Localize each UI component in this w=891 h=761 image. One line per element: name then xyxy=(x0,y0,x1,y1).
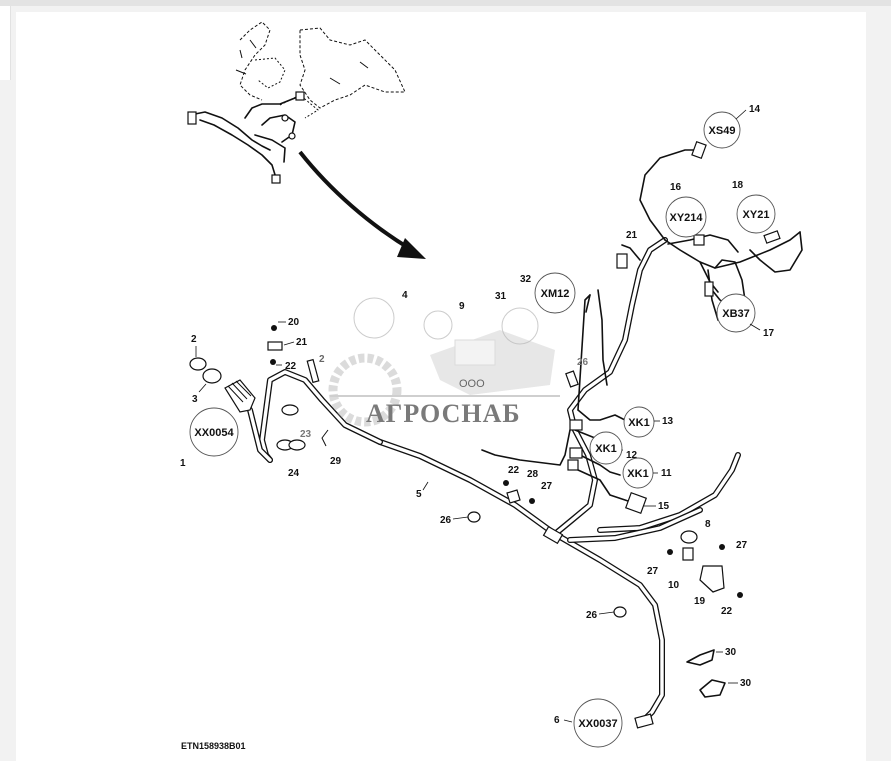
part-label: 29 xyxy=(330,456,342,467)
part-label: 27 xyxy=(647,566,659,577)
part-label: 21 xyxy=(296,337,308,348)
connector-xs49: XS49 14 xyxy=(703,104,761,149)
part-labels: 2 3 20 21 22 2 23 24 29 4 9 31 21 26 5 2… xyxy=(191,230,752,689)
part-label: 22 xyxy=(285,361,297,372)
diagram-sheet: ООО АГРОСНАБ XS49 14 XY214 16 XY21 18 XB… xyxy=(16,12,866,761)
part-label: 27 xyxy=(541,481,553,492)
part-label: 4 xyxy=(402,290,408,301)
connector-code: XY21 xyxy=(743,209,770,221)
part-label: 30 xyxy=(740,678,752,689)
part-label: 24 xyxy=(288,468,300,479)
connector-number: 32 xyxy=(520,274,532,285)
connector-number: 6 xyxy=(554,715,560,726)
connector-xb37: XB37 17 xyxy=(716,293,775,339)
part-label: 5 xyxy=(416,489,422,500)
connector-code: XK1 xyxy=(628,417,649,429)
connector-number: 13 xyxy=(662,416,674,427)
part-label: 23 xyxy=(300,429,312,440)
connector-number: 11 xyxy=(661,468,672,479)
connector-xx0037: XX0037 6 xyxy=(554,698,623,748)
part-label: 31 xyxy=(495,291,507,302)
part-label: 9 xyxy=(459,301,465,312)
part-label: 19 xyxy=(694,596,706,607)
connector-number: 16 xyxy=(670,182,682,193)
top-right-wires xyxy=(481,140,803,515)
connector-xk1-12: XK1 12 xyxy=(589,431,638,465)
top-bar xyxy=(0,0,891,6)
part-label: 30 xyxy=(725,647,737,658)
connector-number: 17 xyxy=(763,328,775,339)
connector-number: 14 xyxy=(749,104,761,115)
connector-number: 1 xyxy=(180,458,186,469)
connector-xk1-11: XK1 11 xyxy=(622,457,672,489)
part-label: 21 xyxy=(626,230,638,241)
left-parts xyxy=(189,297,539,451)
connector-xy21: XY21 18 xyxy=(732,180,776,234)
connector-xk1-13: XK1 13 xyxy=(623,406,674,438)
connector-code: XB37 xyxy=(722,308,750,320)
part-label: 20 xyxy=(288,317,300,328)
watermark-company-name: АГРОСНАБ xyxy=(366,399,521,428)
part-label: 22 xyxy=(508,465,520,476)
part-label: 27 xyxy=(736,540,748,551)
part-label: 26 xyxy=(440,515,452,526)
connector-number: 12 xyxy=(626,450,638,461)
connector-code: XS49 xyxy=(709,125,736,137)
connector-xy214: XY214 16 xyxy=(665,182,707,238)
part-label: 26 xyxy=(577,357,589,368)
connector-number: 18 xyxy=(732,180,744,191)
agrosnab-watermark xyxy=(328,330,560,427)
misc-parts xyxy=(467,480,743,729)
part-label: 2 xyxy=(191,334,197,345)
left-side-strip xyxy=(0,6,11,80)
figure-code: ETN158938B01 xyxy=(181,741,246,751)
part-label: 10 xyxy=(668,580,680,591)
part-label: 22 xyxy=(721,606,733,617)
connector-code: XY214 xyxy=(669,212,703,224)
connector-xx0054: XX0054 1 xyxy=(180,407,239,469)
overview-sketch xyxy=(187,21,406,184)
wiring-harness-diagram: ООО АГРОСНАБ XS49 14 XY214 16 XY21 18 XB… xyxy=(180,21,803,751)
connector-code: XK1 xyxy=(627,468,648,480)
watermark-company-form: ООО xyxy=(459,378,485,390)
main-harness xyxy=(239,237,741,725)
part-label: 2 xyxy=(319,354,325,365)
connector-xm12: XM12 32 xyxy=(520,272,576,314)
part-label: 15 xyxy=(658,501,670,512)
part-label: 3 xyxy=(192,394,198,405)
part-label: 28 xyxy=(527,469,539,480)
connector-code: XM12 xyxy=(541,288,570,300)
pointer-arrow xyxy=(298,150,426,259)
connector-code: XK1 xyxy=(595,443,616,455)
connector-code: XX0054 xyxy=(194,427,234,439)
part-label: 8 xyxy=(705,519,711,530)
connector-code: XX0037 xyxy=(578,718,617,730)
part-label: 26 xyxy=(586,610,598,621)
